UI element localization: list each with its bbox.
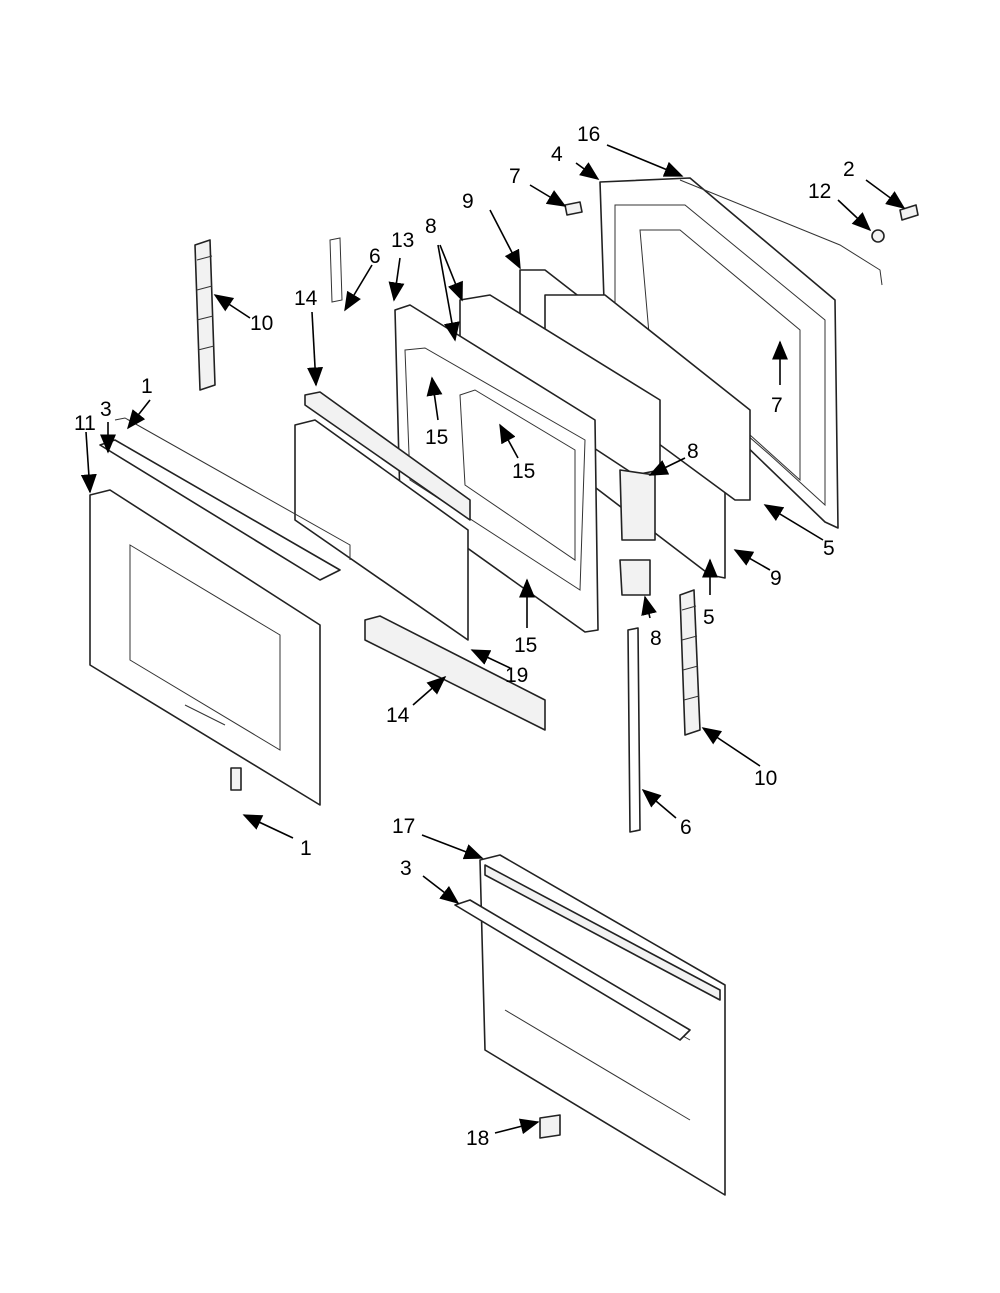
insulation-pad [619, 469, 656, 596]
callout-9-right: 9 [770, 567, 782, 590]
door-panel-19 [294, 419, 469, 641]
callout-7-right: 7 [771, 394, 783, 417]
callout-5-right: 5 [823, 537, 835, 560]
callout-6-bottom: 6 [680, 816, 692, 839]
hinge-right [679, 589, 701, 736]
callout-18: 18 [466, 1127, 489, 1150]
door-channel-left [329, 237, 343, 303]
callout-8-top: 8 [425, 215, 437, 238]
hinge-left [194, 239, 216, 391]
callout-14-bottom: 14 [386, 704, 410, 727]
drawer-handle [454, 899, 691, 1041]
callout-17: 17 [392, 815, 415, 838]
callout-19: 19 [505, 664, 528, 687]
callout-15-a: 15 [425, 426, 448, 449]
callout-10-right: 10 [754, 767, 777, 790]
callout-11: 11 [74, 412, 96, 435]
callout-2: 2 [843, 158, 855, 181]
door-channel-right [627, 627, 641, 833]
trim-strip-top [304, 391, 471, 521]
callout-7-top: 7 [509, 165, 521, 188]
callout-8-right: 8 [687, 440, 699, 463]
drawer-badge [539, 1114, 561, 1139]
outer-door [89, 489, 321, 806]
callout-5-mid: 5 [703, 606, 715, 629]
callout-8-bottom: 8 [650, 627, 662, 650]
door-screw [230, 767, 242, 791]
callout-13: 13 [391, 229, 414, 252]
callout-labels: 16 4 7 2 12 9 8 13 6 10 14 1 3 11 15 15 … [74, 123, 855, 1150]
callout-6-top: 6 [369, 245, 381, 268]
callout-12: 12 [808, 180, 831, 203]
callout-1-top: 1 [141, 375, 153, 398]
leader-arrows [80, 144, 906, 1135]
callout-10-left: 10 [250, 312, 273, 335]
callout-4: 4 [551, 143, 563, 166]
callout-3-top: 3 [100, 398, 112, 421]
trim-strip-bottom [364, 615, 546, 731]
callout-9-top: 9 [462, 190, 474, 213]
washer-12 [871, 229, 885, 243]
callout-15-c: 15 [514, 634, 537, 657]
callout-3-bottom: 3 [400, 857, 412, 880]
screw-7-top [564, 201, 583, 216]
callout-15-b: 15 [512, 460, 535, 483]
drawer-panel [479, 854, 726, 1196]
callout-14-top: 14 [294, 287, 318, 310]
callout-16: 16 [577, 123, 600, 146]
callout-1-bottom: 1 [300, 837, 312, 860]
